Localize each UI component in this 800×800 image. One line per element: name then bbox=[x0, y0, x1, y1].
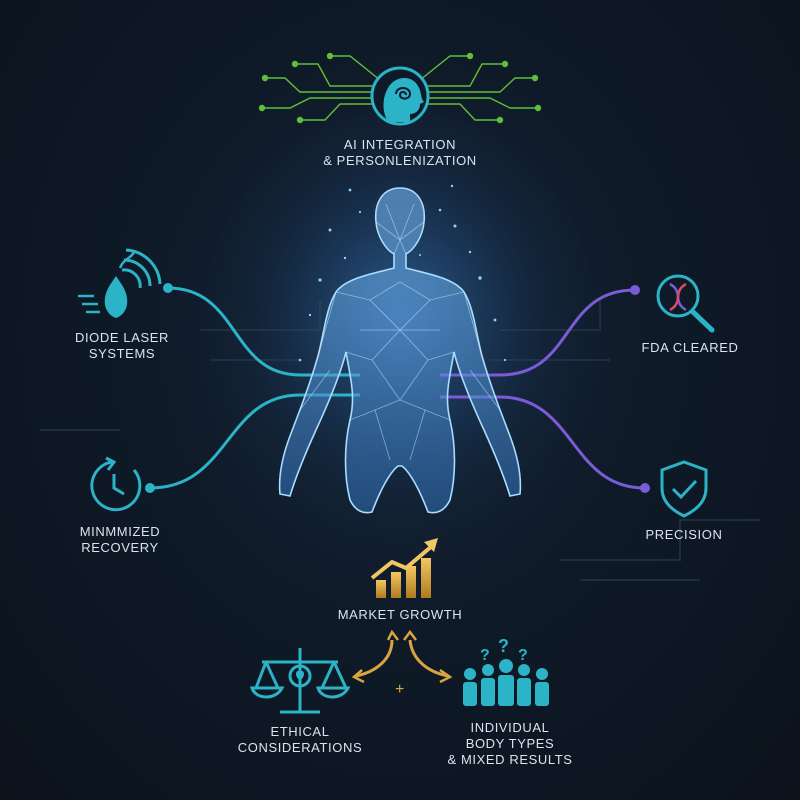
arrow-to-body-types bbox=[408, 639, 449, 678]
gold-arrows bbox=[351, 629, 453, 684]
market-growth-label: MARKET GROWTH bbox=[337, 607, 463, 622]
ai-brain-circuit-icon bbox=[370, 66, 430, 126]
connector-recovery bbox=[149, 393, 360, 490]
ai-label-line1: AI INTEGRATION bbox=[343, 137, 457, 152]
label-body-types: INDIVIDUAL BODY TYPES & MIXED RESULTS bbox=[430, 720, 590, 768]
svg-text:?: ? bbox=[498, 636, 509, 656]
left-connectors bbox=[145, 283, 360, 493]
particles bbox=[298, 184, 507, 362]
shield-check-icon bbox=[660, 460, 708, 518]
circuit-traces bbox=[258, 52, 542, 124]
body-types-line1: INDIVIDUAL bbox=[470, 720, 550, 735]
clock-recovery-icon bbox=[90, 456, 142, 512]
human-figure bbox=[278, 187, 522, 514]
diode-label-line1: DIODE LASER bbox=[74, 330, 169, 345]
connector-precision bbox=[440, 395, 646, 490]
plus-symbol: + bbox=[390, 682, 410, 698]
arrow-to-ethics bbox=[355, 639, 394, 678]
diode-label-line2: SYSTEMS bbox=[88, 346, 156, 361]
fda-label: FDA CLEARED bbox=[641, 340, 739, 355]
ethical-label-line1: ETHICAL bbox=[270, 724, 330, 739]
label-fda-cleared: FDA CLEARED bbox=[620, 340, 760, 356]
connector-diode-laser bbox=[167, 286, 360, 377]
people-question-icon: ? ? ? bbox=[463, 636, 549, 706]
label-ethical-considerations: ETHICAL CONSIDERATIONS bbox=[220, 724, 380, 756]
label-diode-laser: DIODE LASER SYSTEMS bbox=[52, 330, 192, 362]
label-ai-integration: AI INTEGRATION & PERSONLENIZATION bbox=[300, 137, 500, 169]
recovery-label-line1: MINMMIZED bbox=[79, 524, 161, 539]
ethical-label-line2: CONSIDERATIONS bbox=[237, 740, 363, 755]
laser-droplet-icon bbox=[78, 248, 162, 318]
label-precision: PRECISION bbox=[614, 527, 754, 543]
label-market-growth: MARKET GROWTH bbox=[330, 607, 470, 623]
ai-label-line2: & PERSONLENIZATION bbox=[323, 153, 477, 168]
recovery-label-line2: RECOVERY bbox=[81, 540, 159, 555]
svg-text:?: ? bbox=[518, 647, 528, 664]
growth-chart-icon bbox=[370, 538, 438, 598]
label-minimized-recovery: MINMMIZED RECOVERY bbox=[50, 524, 190, 556]
body-types-line2: BODY TYPES bbox=[465, 736, 555, 751]
connector-dot-precision bbox=[640, 483, 650, 493]
scales-icon bbox=[249, 648, 351, 714]
precision-label: PRECISION bbox=[645, 527, 723, 542]
right-connectors bbox=[440, 285, 650, 493]
connector-dot-recovery bbox=[145, 483, 155, 493]
svg-text:?: ? bbox=[480, 647, 490, 664]
connector-dot-fda bbox=[630, 285, 640, 295]
plus-text: + bbox=[395, 681, 405, 698]
connector-fda bbox=[440, 288, 636, 377]
connector-dot-diode bbox=[163, 283, 173, 293]
dna-magnifier-icon bbox=[656, 274, 715, 333]
body-types-line3: & MIXED RESULTS bbox=[447, 752, 573, 767]
